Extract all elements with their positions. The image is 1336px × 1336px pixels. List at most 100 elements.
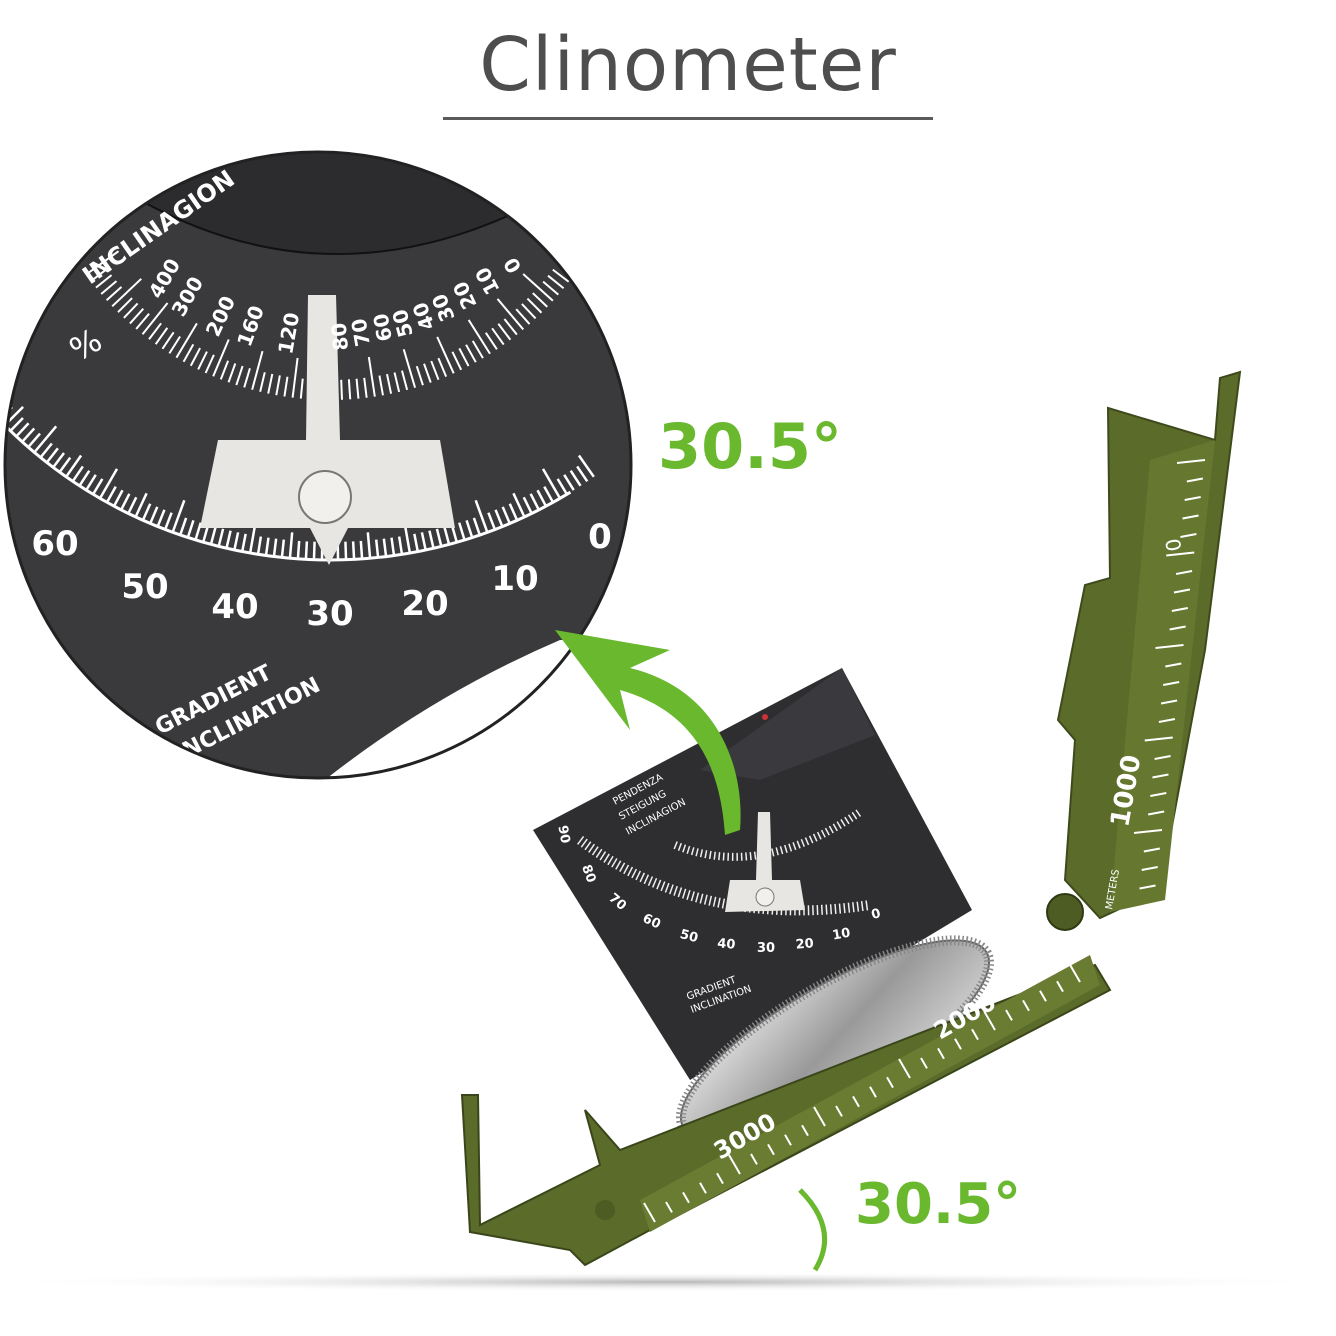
tick xyxy=(1152,773,1169,779)
tick xyxy=(112,489,124,507)
card-degree-label: 10 xyxy=(831,926,851,944)
tick xyxy=(71,465,84,483)
tick xyxy=(576,465,589,483)
tick xyxy=(556,478,568,495)
card-degree-label: 40 xyxy=(717,936,736,953)
tick xyxy=(1186,477,1204,483)
tick xyxy=(522,496,533,514)
tick xyxy=(21,427,36,443)
tick xyxy=(665,1201,673,1213)
tick xyxy=(344,541,348,560)
tick xyxy=(920,1057,928,1069)
tick xyxy=(886,1076,894,1089)
compass-base: 3000 2000 1:25000 xyxy=(460,953,1112,1267)
tick xyxy=(1150,792,1167,797)
tick xyxy=(458,347,470,367)
tick xyxy=(161,331,175,350)
tick xyxy=(467,319,491,355)
tick xyxy=(135,313,150,330)
card-degree-label: 80 xyxy=(578,863,598,885)
tick xyxy=(366,532,372,559)
tick xyxy=(784,1134,792,1146)
tick xyxy=(767,1143,775,1156)
tick xyxy=(1182,514,1199,520)
tick xyxy=(105,286,123,301)
tick xyxy=(413,533,419,552)
tick xyxy=(127,496,138,514)
degree-label: 40 xyxy=(211,587,258,627)
tick xyxy=(120,493,131,511)
tick xyxy=(194,522,202,541)
tick xyxy=(487,512,497,530)
tick xyxy=(65,454,83,478)
tick xyxy=(577,454,595,478)
tick xyxy=(233,532,240,551)
indicator-needle xyxy=(200,295,455,528)
tick xyxy=(526,297,543,314)
tick xyxy=(225,530,232,549)
tick xyxy=(382,538,388,557)
tick xyxy=(543,485,555,503)
tick xyxy=(1005,1009,1013,1021)
degree-label: 20 xyxy=(401,584,448,624)
tick xyxy=(1022,999,1030,1012)
tick xyxy=(682,1191,690,1204)
tick xyxy=(1141,866,1158,871)
tick xyxy=(496,298,525,331)
tick xyxy=(471,340,484,359)
tick xyxy=(401,370,409,391)
tick xyxy=(402,349,417,388)
tick xyxy=(390,537,396,556)
tick xyxy=(835,1105,843,1117)
tick xyxy=(156,509,166,527)
tick xyxy=(465,344,477,363)
tick xyxy=(1176,459,1206,464)
curved-arrow-icon xyxy=(555,630,741,835)
tick xyxy=(296,540,301,559)
tick xyxy=(1144,736,1173,742)
tick xyxy=(898,1058,911,1079)
tick xyxy=(643,1202,656,1223)
tick xyxy=(1039,990,1047,1002)
degree-label: 50 xyxy=(121,567,168,607)
tick xyxy=(39,442,53,459)
tick xyxy=(522,273,554,302)
pivot-icon xyxy=(298,470,352,524)
tick xyxy=(267,373,274,394)
tick xyxy=(386,373,393,394)
tick xyxy=(134,492,148,518)
tick xyxy=(149,506,159,524)
tick xyxy=(148,322,162,340)
tick xyxy=(363,377,368,398)
percent-label: 70 xyxy=(346,317,374,349)
tick xyxy=(437,357,448,377)
tick xyxy=(1175,570,1193,575)
tick xyxy=(163,512,173,530)
tick xyxy=(33,425,58,454)
tick xyxy=(465,519,474,538)
tick xyxy=(212,339,230,377)
tick xyxy=(1158,718,1176,723)
tick xyxy=(217,528,225,547)
tick xyxy=(536,489,548,507)
tick xyxy=(288,532,294,559)
tick xyxy=(532,292,548,308)
tick xyxy=(189,347,201,367)
tick xyxy=(569,470,582,487)
tick xyxy=(280,539,286,558)
tick xyxy=(312,541,316,560)
tick xyxy=(15,422,30,438)
tick xyxy=(359,540,364,559)
tick xyxy=(420,532,427,551)
compass-lid: 0 1000 METERS xyxy=(1046,370,1242,931)
card-degree-label: 90 xyxy=(554,824,572,844)
tick xyxy=(291,357,299,398)
tick xyxy=(85,474,97,491)
tick xyxy=(436,336,455,374)
tick xyxy=(1068,962,1081,983)
tick xyxy=(716,1172,724,1185)
degree-label: 60 xyxy=(31,524,78,564)
tick xyxy=(129,307,145,325)
